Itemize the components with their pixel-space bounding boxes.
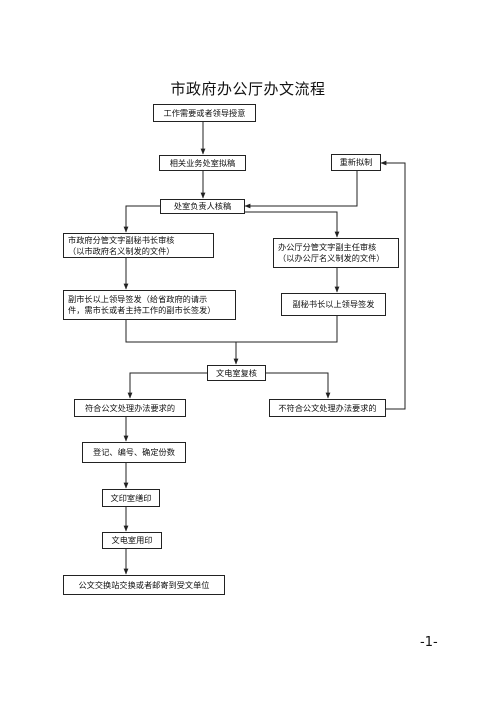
node-noncompliant: 不符合公文处理办法要求的 [269, 399, 386, 417]
node-recheck: 文电室复核 [207, 365, 266, 381]
node-start: 工作需要或者领导授意 [153, 104, 256, 122]
node-dispatch: 公文交换站交换或者邮寄到受文单位 [63, 575, 225, 595]
node-draft: 相关业务处室拟稿 [159, 155, 246, 171]
node-compliant: 符合公文处理办法要求的 [74, 399, 186, 417]
node-municipal-sign: 副市长以上领导签发（给省政府的请示 件，需市长或者主持工作的副市长签发） [63, 290, 236, 320]
node-seal: 文电室用印 [102, 532, 162, 549]
node-register: 登记、编号、确定份数 [82, 442, 186, 463]
node-review: 处室负责人核稿 [160, 199, 245, 214]
node-municipal-review: 市政府分管文字副秘书长审核 （以市政府名义制发的文件） [63, 233, 214, 258]
node-office-sign: 副秘书长以上领导签发 [281, 293, 386, 316]
flowchart-title: 市政府办公厅办文流程 [170, 80, 326, 98]
node-office-review: 办公厅分管文字副主任审核 （以办公厅名义制发的文件） [273, 238, 399, 268]
node-print: 文印室缮印 [102, 489, 160, 507]
page-number: -1- [420, 635, 438, 650]
node-redraft: 重新拟制 [331, 154, 381, 171]
